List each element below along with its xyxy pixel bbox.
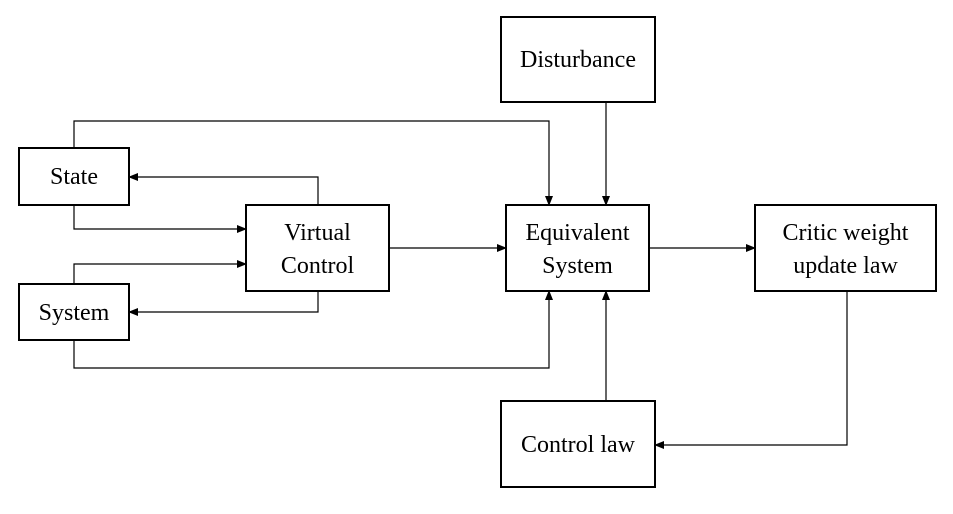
block-equivalent-system-label-line1: Equivalent <box>526 220 630 246</box>
arrow-virtual-control-to-state <box>128 173 319 205</box>
block-virtual-control-label-line2: Control <box>281 253 355 279</box>
connectors <box>73 102 848 449</box>
block-control-law: Control law <box>500 400 656 488</box>
block-critic-label-line1: Critic weight <box>783 220 909 246</box>
block-system-label: System <box>39 300 110 326</box>
arrow-virtual-control-to-system <box>128 291 319 316</box>
block-critic-label-line2: update law <box>793 253 898 279</box>
block-equivalent-system: Equivalent System <box>505 204 650 292</box>
block-system: System <box>18 283 130 341</box>
block-critic-weight-update-law: Critic weight update law <box>754 204 937 292</box>
arrow-critic-to-control-law <box>654 291 848 449</box>
block-control-law-label: Control law <box>521 432 636 458</box>
block-disturbance-label: Disturbance <box>520 47 636 73</box>
block-virtual-control: Virtual Control <box>245 204 390 292</box>
arrow-system-to-virtual-control <box>73 260 247 284</box>
block-disturbance: Disturbance <box>500 16 656 103</box>
arrow-system-to-equivalent-system <box>73 290 553 369</box>
arrow-state-to-equivalent-system <box>73 120 553 206</box>
block-virtual-control-label-line1: Virtual <box>284 220 351 246</box>
block-equivalent-system-label-line2: System <box>542 253 613 279</box>
block-state-label: State <box>50 164 98 190</box>
arrow-state-to-virtual-control <box>73 205 247 233</box>
block-state: State <box>18 147 130 206</box>
